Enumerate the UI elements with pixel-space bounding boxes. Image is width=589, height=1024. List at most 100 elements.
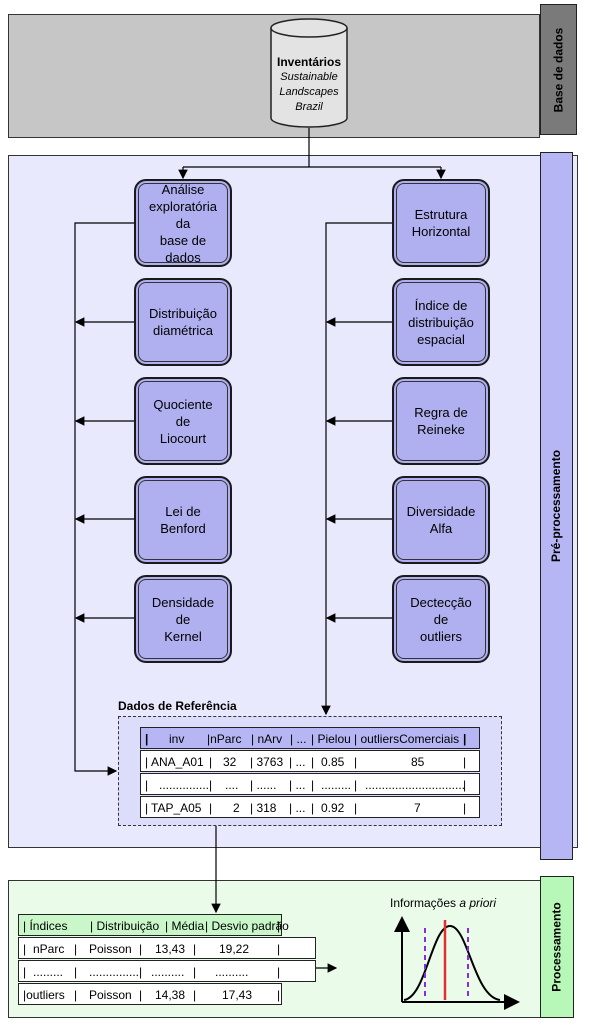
ref-cell: |: [209, 778, 213, 792]
box-line: Liocourt: [159, 430, 207, 446]
database-text: Inventários Sustainable Landscapes Brazi…: [270, 55, 348, 115]
database-title: Inventários: [276, 55, 342, 69]
box-line: Horizontal: [411, 224, 471, 239]
box-regra-reineke: Regra de Reineke: [392, 377, 490, 465]
proc-cell: |: [277, 942, 281, 956]
ref-header-cell: |: [463, 732, 467, 746]
box-lei-benford: Lei de Benford: [134, 476, 232, 564]
proc-cell: |: [277, 988, 281, 1002]
ref-cell: |: [311, 801, 315, 815]
proc-cell: |: [74, 942, 78, 956]
ref-cell: 0.92: [321, 801, 345, 815]
database-panel-label: Base de dados: [540, 4, 577, 135]
ref-cell: |: [463, 778, 467, 792]
processing-table-row: | nParc | Poisson | 13,43 | 19,22 |: [18, 937, 316, 959]
proc-cell: |: [74, 965, 78, 979]
box-line: Índice de: [414, 297, 468, 313]
database-line-2: Landscapes: [279, 86, 339, 98]
ref-cell: |: [209, 801, 213, 815]
ref-cell: .........: [321, 778, 352, 792]
reference-table: | inv |nParc | nArv | ... | Pielou | out…: [140, 727, 480, 818]
box-line: outliers: [420, 628, 462, 644]
proc-cell: 14,38: [155, 988, 186, 1002]
reference-table-row: | TAP_A05 | 2 | 318 | ... | 0.92 | 7 |: [140, 796, 480, 818]
proc-cell: ...............: [89, 965, 140, 979]
ref-header-cell: |: [145, 732, 149, 746]
ref-cell: | ...: [289, 755, 306, 769]
proc-cell: ..........: [215, 965, 249, 979]
processing-table-header: | Índices | Distribuição | Média | Desvi…: [18, 914, 289, 936]
proc-cell: 17,43: [222, 988, 253, 1002]
ref-cell: |: [145, 778, 149, 792]
ref-header-cell: | nArv: [251, 732, 283, 746]
apriori-caption: Informações a priori: [390, 896, 496, 910]
reference-table-row: | ............... | .... | ...... | ... …: [140, 773, 480, 795]
box-line: espacial: [417, 331, 465, 347]
ref-cell: ANA_A01: [151, 755, 204, 769]
proc-cell: |: [193, 965, 197, 979]
proc-cell: |: [139, 942, 143, 956]
database-line-3: Brazil: [295, 101, 323, 113]
ref-cell: 85: [411, 755, 425, 769]
proc-cell: .........: [33, 965, 64, 979]
box-line: Diversidade: [406, 504, 476, 519]
box-line: diamétrica: [153, 323, 213, 338]
box-line: Estrutura: [414, 207, 468, 222]
apriori-italic: a priori: [459, 896, 497, 910]
proc-header-cell: | Índices: [23, 919, 68, 933]
box-line: base de dados: [159, 232, 207, 265]
proc-header-cell: | Desvio padrão: [205, 919, 289, 933]
database-cylinder-icon: [270, 18, 348, 128]
ref-header-cell: |nParc: [207, 732, 242, 746]
box-line: Quociente de: [153, 396, 213, 429]
box-line: exploratória da: [149, 198, 217, 231]
database-line-1: Sustainable: [280, 71, 338, 83]
proc-header-cell: | Distribuição: [90, 919, 160, 933]
proc-cell: |: [74, 988, 78, 1002]
processing-label-text: Processamento: [550, 902, 564, 992]
ref-cell: |: [354, 755, 358, 769]
ref-cell: |: [209, 755, 213, 769]
proc-cell: |: [193, 988, 197, 1002]
reference-table-header: | inv |nParc | nArv | ... | Pielou | out…: [140, 727, 480, 749]
ref-cell: |: [354, 778, 358, 792]
proc-cell: |: [23, 942, 27, 956]
proc-header-cell: | Média: [165, 919, 205, 933]
processing-panel-label: Processamento: [540, 876, 574, 1018]
box-line: Dectecção de: [410, 594, 472, 627]
ref-cell: | 3763: [250, 755, 284, 769]
box-distribuicao-diametrica: Distribuição diamétrica: [134, 278, 232, 366]
ref-cell: ...............: [159, 778, 210, 792]
ref-cell: |: [145, 801, 149, 815]
box-line: Distribuição: [149, 306, 217, 321]
ref-header-cell: | outliersComerciais: [354, 732, 460, 746]
ref-cell: | ...: [289, 801, 306, 815]
box-line: Reineke: [417, 422, 465, 437]
proc-cell: Poisson: [89, 988, 132, 1002]
processing-table: | Índices | Distribuição | Média | Desvi…: [18, 914, 318, 1005]
box-line: Análise: [161, 181, 205, 197]
proc-cell: 13,43: [155, 942, 186, 956]
box-line: Regra de: [414, 405, 468, 420]
ref-cell: |: [311, 755, 315, 769]
ref-cell: ....: [225, 778, 239, 792]
ref-cell: |: [463, 801, 467, 815]
proc-cell: |: [277, 965, 281, 979]
ref-header-cell: | ...: [290, 732, 307, 746]
ref-header-cell: inv: [169, 732, 185, 746]
box-line: distribuição: [408, 314, 474, 330]
ref-cell: | ......: [250, 778, 277, 792]
bell-curve-icon: [394, 916, 520, 1010]
ref-cell: 32: [223, 755, 237, 769]
ref-cell: |: [145, 755, 149, 769]
preprocessing-panel-label: Pré-processamento: [540, 152, 573, 860]
proc-header-cell: |: [277, 919, 281, 933]
proc-cell: |: [139, 988, 143, 1002]
proc-cell: ..........: [151, 965, 185, 979]
proc-cell: nParc: [33, 942, 65, 956]
ref-cell: | 318: [250, 801, 277, 815]
